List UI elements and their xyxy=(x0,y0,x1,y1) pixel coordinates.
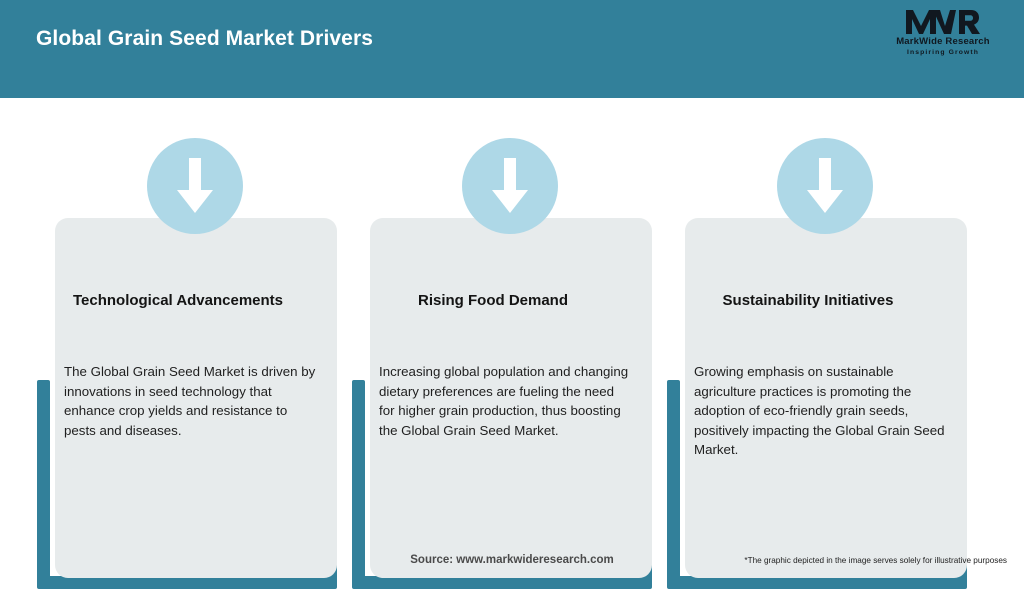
card-title: Sustainability Initiatives xyxy=(722,292,894,309)
source-label: Source: www.markwideresearch.com xyxy=(410,554,614,566)
accent-bar-left xyxy=(667,380,680,577)
card-body: Growing emphasis on sustainable agricult… xyxy=(694,364,945,457)
company-logo: MarkWide Research Inspiring Growth xyxy=(884,9,1002,61)
mwr-monogram-icon xyxy=(884,9,1002,35)
card-panel xyxy=(370,218,652,578)
page-header: Global Grain Seed Market Drivers MarkWid… xyxy=(0,0,1024,98)
drivers-card-group: Technological Advancements The Global Gr… xyxy=(0,98,1024,589)
card-panel xyxy=(55,218,337,578)
logo-tagline: Inspiring Growth xyxy=(907,49,979,56)
card-panel xyxy=(685,218,967,578)
down-arrow-icon xyxy=(462,138,558,234)
card-title: Rising Food Demand xyxy=(418,292,568,309)
down-arrow-icon xyxy=(147,138,243,234)
accent-bar-left xyxy=(37,380,50,577)
card-title: Technological Advancements xyxy=(72,292,284,309)
driver-card-2: Rising Food Demand Increasing global pop… xyxy=(352,138,652,589)
page-title: Global Grain Seed Market Drivers xyxy=(36,27,373,50)
down-arrow-icon xyxy=(777,138,873,234)
driver-card-3: Sustainability Initiatives Growing empha… xyxy=(667,138,967,589)
page-footer: Source: www.markwideresearch.com *The gr… xyxy=(0,530,1024,576)
card-body: Increasing global population and changin… xyxy=(379,364,629,438)
card-body: The Global Grain Seed Market is driven b… xyxy=(64,364,316,438)
driver-card-1: Technological Advancements The Global Gr… xyxy=(37,138,337,589)
logo-company-name: MarkWide Research xyxy=(896,36,990,47)
disclaimer-note: *The graphic depicted in the image serve… xyxy=(744,556,1007,565)
accent-bar-left xyxy=(352,380,365,577)
